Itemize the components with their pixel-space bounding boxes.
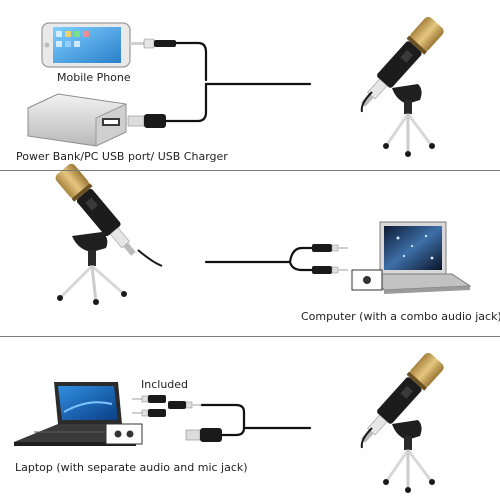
label-mobile-phone: Mobile Phone <box>57 71 131 84</box>
audio-port-inset <box>105 423 143 445</box>
computer-icon <box>371 221 472 294</box>
cable <box>204 246 314 272</box>
label-computer: Computer (with a combo audio jack) <box>301 310 500 323</box>
tripod-icon <box>383 420 435 493</box>
smartphone-icon <box>41 22 131 68</box>
audio-jack-icon <box>312 244 348 274</box>
cable <box>200 403 312 437</box>
microphone-icon <box>55 163 136 256</box>
audio-port-icon <box>363 276 371 284</box>
section-divider <box>0 170 500 171</box>
label-included: Included <box>141 378 189 391</box>
audio-port-icon <box>126 430 134 438</box>
audio-jack-icon <box>130 38 176 49</box>
tripod-icon <box>383 84 435 157</box>
section-divider <box>0 336 500 337</box>
usb-plug-icon <box>127 114 166 128</box>
tripod-icon <box>57 232 127 305</box>
audio-jack-icon <box>132 395 202 417</box>
cable <box>164 41 312 123</box>
usb-plug-icon <box>185 428 222 442</box>
microphone-icon <box>360 16 444 107</box>
microphone-icon <box>360 352 444 443</box>
label-laptop: Laptop (with separate audio and mic jack… <box>15 461 248 474</box>
audio-port-icon <box>114 430 122 438</box>
label-power-bank: Power Bank/PC USB port/ USB Charger <box>16 150 228 163</box>
power-bank-icon <box>27 93 127 147</box>
